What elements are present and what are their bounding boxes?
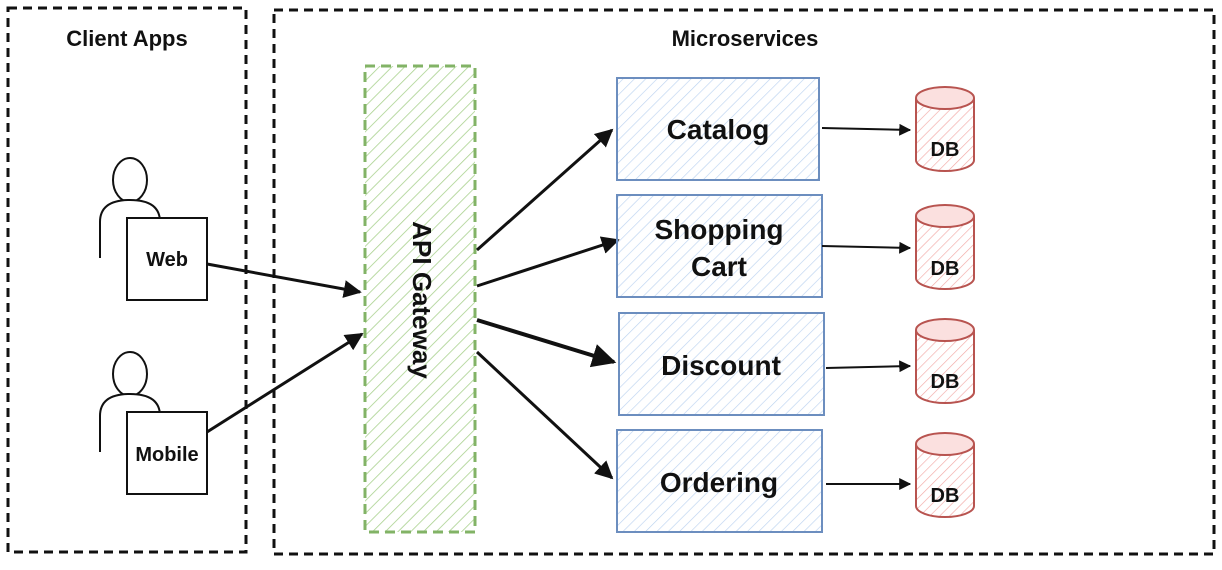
database-icon [915,318,975,404]
arrow-mobile-to-gateway [206,332,364,434]
database-icon [915,204,975,290]
service-shopping-cart-label-line2: Cart [691,251,747,282]
microservices-title: Microservices [672,26,819,51]
database-icon [915,432,975,518]
arrow-discount-to-db [825,360,912,373]
arrow-web-to-gateway [206,262,362,298]
service-ordering-box [616,429,823,533]
client-apps-border [6,6,248,554]
arrow-gateway-to-catalog [476,128,614,252]
client-apps-title: Client Apps [66,26,187,51]
service-shopping-cart: Shopping Cart [616,194,823,298]
api-gateway: API Gateway [363,64,477,534]
db-shopping-cart: DB [915,204,975,290]
service-catalog-box [616,77,820,181]
mobile-client-label: Mobile [135,444,198,466]
web-client-label: Web [146,249,188,271]
web-client-box [126,217,208,301]
service-shopping-cart-box [616,194,823,298]
microservices-region: Microservices [272,8,1216,556]
service-catalog: Catalog [616,77,820,181]
service-discount-label: Discount [661,350,781,381]
mobile-client-box [126,411,208,495]
arrow-shopping-cart-to-db [821,241,912,254]
web-client: Web [99,157,208,301]
service-shopping-cart-label-line1: Shopping [654,214,783,245]
service-ordering-label: Ordering [660,467,778,498]
microservices-border [272,8,1216,556]
api-gateway-box [363,64,477,534]
arrow-gateway-to-discount [476,318,617,368]
service-catalog-label: Catalog [667,114,770,145]
db-shopping-cart-label: DB [931,258,960,280]
db-catalog: DB [915,86,975,172]
db-discount-label: DB [931,371,960,393]
api-gateway-label: API Gateway [407,221,437,379]
client-apps-region: Client Apps [6,6,248,554]
arrow-catalog-to-db [821,123,912,136]
arrow-gateway-to-ordering [475,350,614,480]
database-icon [915,86,975,172]
service-discount-box [618,312,825,416]
db-catalog-label: DB [931,139,960,161]
db-ordering: DB [915,432,975,518]
db-ordering-label: DB [931,485,960,507]
service-discount: Discount [618,312,825,416]
service-ordering: Ordering [616,429,823,533]
mobile-client: Mobile [99,351,208,495]
arrow-gateway-to-shopping-cart [476,236,620,288]
db-discount: DB [915,318,975,404]
